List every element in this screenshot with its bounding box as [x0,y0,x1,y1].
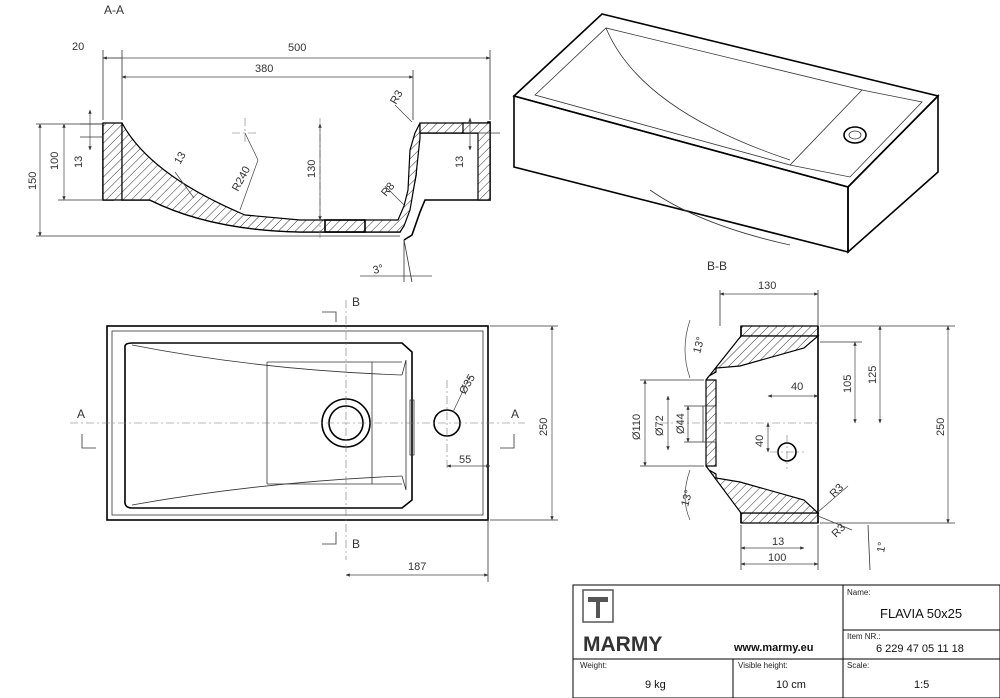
plan-view: B B A A Ø35 55 250 187 [70,295,558,582]
bb-dim-130: 130 [758,280,776,292]
bb-dim-r3-top: R3 [828,482,846,500]
aa-dimensions: 20 500 380 R3 13 100 150 13 R240 [27,41,500,283]
section-a-label-right: A [511,407,519,421]
section-aa-label: A-A [104,3,124,17]
right-wall-section [462,122,491,201]
iso-side-face [847,94,939,254]
brand-name: MARMY [583,633,662,656]
scale-value: 1:5 [914,679,929,691]
leader-dia35 [452,375,471,413]
visible-height-label: Visible height: [738,661,788,670]
leader-r3-top [817,485,849,513]
plan-bowl-end [401,359,407,491]
section-b-marker-bottom [322,532,337,545]
visible-height-value: 10 cm [776,679,806,691]
dim-187: 187 [408,561,426,573]
iso-tap-hole [843,126,867,144]
iso-underside-curve [649,189,791,246]
dim-13-left: 13 [73,156,85,168]
plan-bowl-upper-curve [131,344,403,376]
iso-front-face [513,94,849,254]
leader-r240-b [239,159,259,211]
dim-20: 20 [72,41,84,53]
bb-dim-40-v: 40 [754,435,766,447]
dim-380: 380 [255,63,273,75]
bb-dim-13: 13 [772,536,784,548]
bowl-wall-section [121,122,421,233]
bb-bottom-deck [740,512,819,524]
title-block: MARMY www.marmy.eu Name: FLAVIA 50x25 It… [572,584,1000,698]
dim-150: 150 [27,172,39,190]
bb-angle-arc-bottom [684,469,691,521]
iso-tap-hole-inner [848,130,862,140]
section-a-marker-right [500,434,515,449]
bb-dim-125: 125 [867,366,879,384]
name-value: FLAVIA 50x25 [880,606,962,621]
dim-130: 130 [306,160,318,178]
bb-dim-250: 250 [935,418,947,436]
bb-dim-100: 100 [768,552,786,564]
bb-dim-1deg: 1° [875,541,889,553]
leader-wall [174,171,195,199]
section-a-label-left: A [77,407,85,421]
website: www.marmy.eu [733,642,813,654]
bb-dim-13deg-top: 13° [691,336,707,355]
leader-r3-bottom [817,515,853,531]
dim-250: 250 [538,418,550,436]
iso-deck [789,89,923,178]
bb-dim-13deg-bottom: 13° [679,489,695,508]
section-b-marker-top [322,311,337,322]
dim-dia35: Ø35 [457,372,478,396]
bb-dim-40-h: 40 [791,381,803,393]
item-label: Item NR.: [847,632,881,641]
plan-overflow-slot [409,399,415,456]
bb-dim-dia72: Ø72 [654,415,666,436]
section-aa-view: A-A 20 500 380 R3 [27,3,500,283]
marmy-logo-icon [582,589,614,623]
iso-bowl-curve [605,27,791,161]
leader-r240-a [244,132,259,161]
isometric-view [512,13,940,254]
dim-r240: R240 [230,165,253,194]
item-value: 6 229 47 05 11 18 [876,643,964,655]
bb-drain-opening [702,405,717,443]
bb-top-deck [740,325,819,337]
weight-value: 9 kg [645,679,666,691]
drain-outlet [324,219,366,233]
dim-3deg: 3° [372,263,385,277]
section-b-label-bottom: B [352,537,360,551]
dim-100: 100 [49,152,61,170]
bb-upper-wall [705,335,820,381]
scale-label: Scale: [847,661,869,670]
draft-angle-line [403,239,413,283]
section-bb-view: B-B 130 13° 105 125 40 Ø110 Ø72 [631,259,955,571]
iso-bowl-rim [534,27,863,166]
dim-r3: R3 [388,88,405,106]
leader-r3 [394,104,413,123]
plan-bowl-lower-curve [131,475,403,506]
dim-13-wall: 13 [172,150,189,167]
dim-55: 55 [459,454,471,466]
name-label: Name: [847,588,871,597]
bb-angle-arc-top [684,319,691,379]
section-a-marker-left [81,434,96,449]
left-wall-section [102,122,123,201]
dim-500: 500 [288,42,306,54]
dim-13-right: 13 [454,156,466,168]
bb-dim-105: 105 [842,375,854,393]
section-b-label-top: B [352,295,360,309]
plan-bowl-outline [124,342,413,509]
leader-r8 [384,185,406,207]
weight-label: Weight: [580,661,607,670]
section-bb-label: B-B [707,259,727,273]
bb-dim-dia110: Ø110 [631,414,643,440]
bb-dim-dia44: Ø44 [675,413,687,434]
bb-lower-wall [705,465,820,514]
bb-outline [740,326,819,523]
title-block-frame [572,584,1000,698]
draft-line [867,524,871,571]
